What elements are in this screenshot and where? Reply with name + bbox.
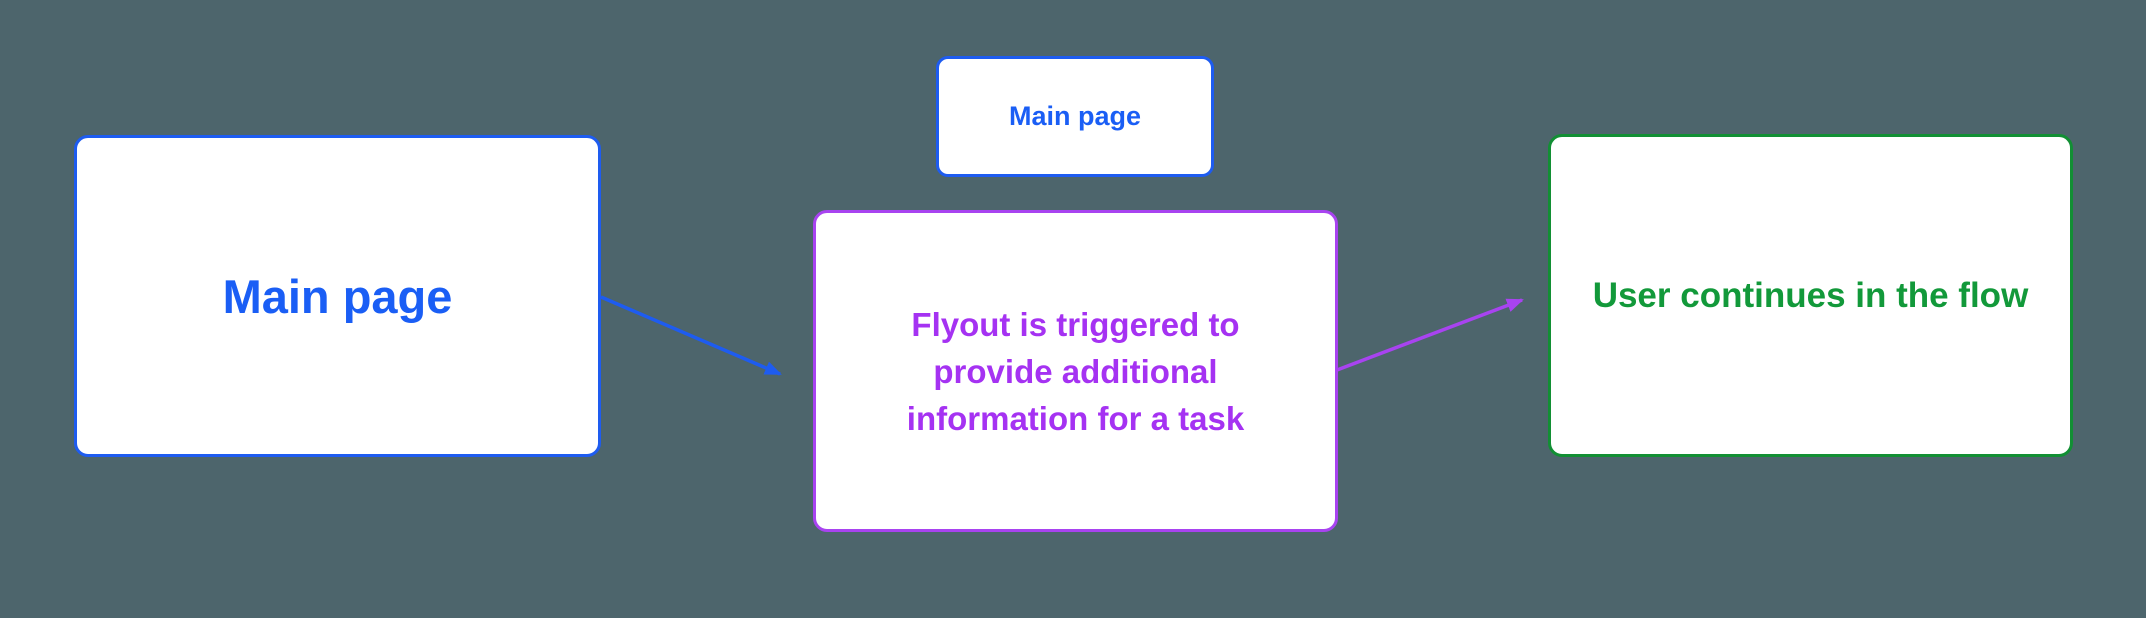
node-main-page-label: Main page — [222, 269, 453, 323]
node-main-page-small: Main page — [936, 56, 1214, 177]
node-main-page-small-label: Main page — [1008, 101, 1142, 131]
node-flyout-label: Flyout is triggered to provide additiona… — [906, 305, 1245, 437]
node-user-continues-label: User continues in the flow — [1592, 275, 2029, 315]
edge-flyout-to-continue — [1336, 298, 1524, 372]
node-user-continues: User continues in the flow — [1548, 134, 2073, 457]
edge-main-to-flyout — [600, 295, 782, 376]
node-main-page: Main page — [74, 135, 601, 457]
node-flyout: Flyout is triggered to provide additiona… — [813, 210, 1338, 532]
